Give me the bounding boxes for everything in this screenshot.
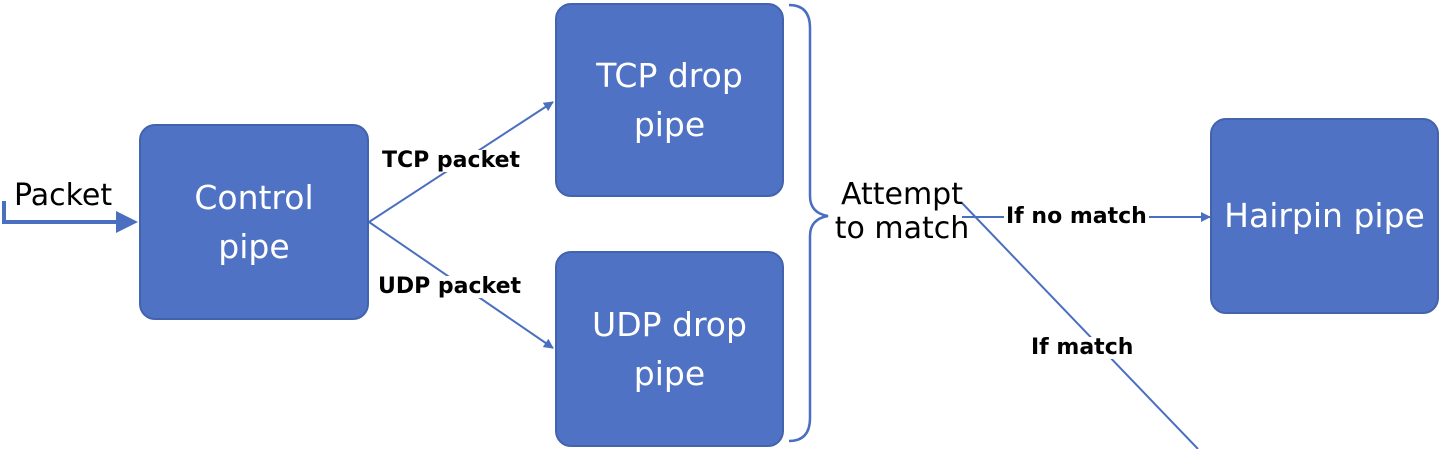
control-pipe-line1: Control xyxy=(194,177,314,217)
input-arrowhead xyxy=(116,211,138,233)
tcp-packet-label: TCP packet xyxy=(382,148,521,173)
udp-drop-line2: pipe xyxy=(633,354,706,393)
input-arrow xyxy=(2,201,124,224)
input-packet-text: Packet xyxy=(14,178,113,213)
attempt-to-match-label: Attempt to match xyxy=(830,178,974,246)
if-no-match-label: If no match xyxy=(1004,206,1149,228)
tcp-drop-pipe-node: TCP drop pipe xyxy=(555,3,784,197)
control-pipe-node: Control pipe xyxy=(139,124,369,320)
udp-drop-pipe-node: UDP drop pipe xyxy=(555,251,784,447)
udp-packet-text: UDP packet xyxy=(378,274,522,299)
tcp-packet-text: TCP packet xyxy=(382,148,521,173)
tcp-drop-line1: TCP drop xyxy=(596,55,743,95)
to-match-line: to match xyxy=(834,210,970,246)
if-match-label: If match xyxy=(1031,335,1134,360)
udp-packet-label: UDP packet xyxy=(378,274,522,299)
udp-drop-line1: UDP drop xyxy=(592,304,747,344)
input-packet-label: Packet xyxy=(14,178,112,214)
tcp-drop-line2: pipe xyxy=(633,105,706,144)
attempt-line: Attempt xyxy=(840,177,963,212)
hairpin-pipe-node: Hairpin pipe xyxy=(1210,118,1439,314)
if-match-text: If match xyxy=(1031,335,1134,360)
hairpin-pipe-label: Hairpin pipe xyxy=(1224,196,1425,236)
edge-if-match xyxy=(961,202,1199,449)
control-pipe-line2: pipe xyxy=(218,227,290,266)
if-no-match-text: If no match xyxy=(1006,204,1147,229)
group-brace xyxy=(788,3,829,443)
